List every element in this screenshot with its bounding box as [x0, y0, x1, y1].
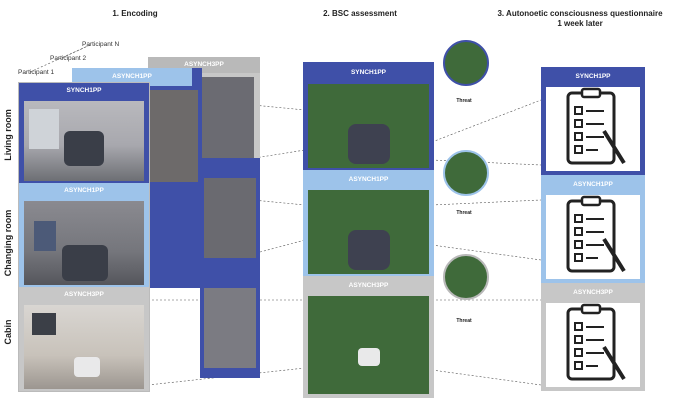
threat-label: Threat — [456, 98, 472, 104]
window — [29, 109, 59, 149]
card-title: ASYNCH3PP — [64, 291, 104, 298]
cabin-scene — [24, 305, 144, 389]
heading-encoding: 1. Encoding — [112, 9, 158, 18]
participant-2-label: Participant 2 — [50, 55, 87, 62]
bsc-asynch3pp-panel: ASYNCH3PP — [303, 276, 434, 398]
bsc-scene-asynch3pp — [308, 296, 429, 394]
avatar-body — [348, 124, 390, 164]
heading-questionnaire-sub: 1 week later — [557, 19, 603, 28]
heading-questionnaire: 3. Autonoetic consciousness questionnair… — [497, 9, 663, 18]
clipboard-container — [546, 87, 640, 171]
questionnaire-asynch1pp-panel: ASYNCH1PP — [541, 175, 645, 283]
avatar-body — [74, 357, 100, 377]
threat-label: Threat — [456, 318, 472, 324]
encoding-card-right — [200, 158, 260, 378]
clipboard-icon — [566, 303, 626, 381]
threat-circle-asynch1pp — [443, 150, 489, 196]
encoding-asynch3pp-panel: ASYNCH3PP — [19, 287, 149, 391]
card-title: SYNCH1PP — [575, 73, 611, 80]
locker — [34, 221, 56, 251]
threat-circle-synch1pp — [443, 40, 489, 86]
bsc-scene-asynch1pp — [308, 190, 429, 274]
card-title: ASYNCH3PP — [348, 282, 389, 289]
card-title: SYNCH1PP — [66, 87, 102, 94]
changing-room-scene — [24, 201, 144, 285]
encoding-synch1pp-panel: SYNCH1PP — [19, 83, 149, 183]
card-title: ASYNCH1PP — [573, 181, 613, 188]
bsc-scene-synch1pp — [308, 84, 429, 168]
threat-circle-asynch3pp — [443, 254, 489, 300]
questionnaire-synch1pp-panel: SYNCH1PP — [541, 67, 645, 175]
encoding-card-asynch1pp-back: ASYNCH1PP — [72, 68, 192, 86]
clipboard-container — [546, 195, 640, 279]
scene-image — [204, 288, 256, 368]
bsc-asynch1pp-panel: ASYNCH1PP — [303, 170, 434, 276]
clipboard-icon — [566, 195, 626, 273]
card-title: ASYNCH1PP — [112, 73, 152, 80]
encoding-asynch1pp-panel: ASYNCH1PP — [19, 183, 149, 287]
window — [32, 313, 56, 335]
avatar-body — [64, 131, 104, 166]
questionnaire-asynch3pp-panel: ASYNCH3PP — [541, 283, 645, 391]
card-title: SYNCH1PP — [350, 69, 387, 76]
scene-image — [204, 178, 256, 258]
participant-n-label: Participant N — [82, 41, 120, 48]
bsc-synch1pp-panel: SYNCH1PP — [303, 62, 434, 170]
bsc-card: SYNCH1PP ASYNCH1PP ASYNCH3PP — [303, 62, 434, 398]
card-title: ASYNCH1PP — [64, 187, 104, 194]
card-title: ASYNCH3PP — [573, 289, 613, 296]
clipboard-container — [546, 303, 640, 387]
avatar-body — [348, 230, 390, 270]
card-title: ASYNCH1PP — [348, 176, 389, 183]
heading-bsc: 2. BSC assessment — [323, 9, 397, 18]
avatar-body — [358, 348, 380, 366]
participant-1-label: Participant 1 — [18, 69, 55, 76]
avatar-body — [62, 245, 108, 281]
clipboard-icon — [566, 87, 626, 165]
threat-label: Threat — [456, 210, 472, 216]
encoding-card-participant-1: SYNCH1PP ASYNCH1PP ASYNCH3PP — [18, 82, 150, 392]
living-room-scene — [24, 101, 144, 181]
